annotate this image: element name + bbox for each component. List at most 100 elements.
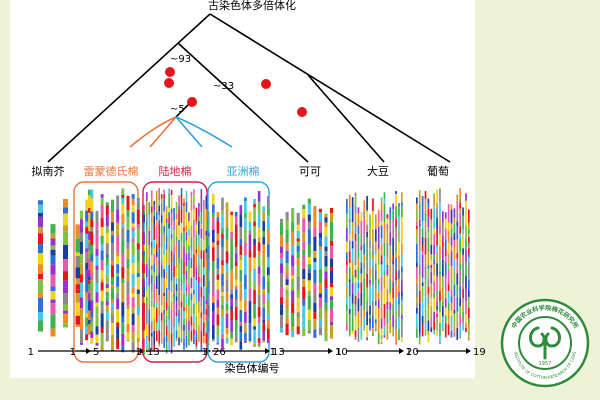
chromosome-segment	[439, 234, 441, 247]
chromosome-segment	[173, 327, 175, 339]
chromosome-segment	[424, 328, 427, 336]
chromosome-segment	[155, 251, 158, 258]
chromosome-segment	[203, 299, 205, 315]
chromosome-segment	[200, 201, 203, 212]
chromosome-segment	[313, 218, 317, 228]
chromosome-segment	[374, 279, 377, 290]
chromosome-segment	[221, 214, 224, 229]
chromosome-segment	[185, 291, 188, 297]
chromosome-segment	[257, 306, 261, 318]
chromosome-segment	[163, 277, 165, 293]
chromosome-segment	[389, 207, 392, 221]
chromosome-segment	[450, 209, 453, 224]
chromosome-segment	[436, 291, 438, 296]
chromosome-segment	[148, 328, 151, 342]
chromosome-segment	[150, 336, 153, 348]
node-label-33: ~33	[213, 81, 234, 92]
chromosome	[262, 206, 266, 343]
chromosome-segment	[244, 197, 247, 202]
chromosome-segment	[225, 279, 229, 293]
chromosome-segment	[346, 213, 348, 228]
chromosome-segment	[168, 228, 170, 238]
chromosome-segment	[216, 336, 220, 344]
chromosome	[198, 203, 200, 342]
chromosome-segment	[90, 227, 94, 232]
chromosome-segment	[208, 320, 210, 333]
chromosome-segment	[374, 224, 377, 230]
chromosome-segment	[398, 317, 400, 330]
chromosome-segment	[447, 324, 450, 336]
chromosome	[424, 191, 427, 336]
chromosome-segment	[203, 226, 205, 241]
chromosome	[363, 200, 366, 331]
chromosome-segment	[351, 197, 354, 209]
chromosome-segment	[221, 325, 224, 335]
chromosome-segment	[121, 198, 125, 204]
chromosome-segment	[230, 332, 233, 339]
chromosome-segment	[253, 289, 256, 305]
chromosome-segment	[38, 320, 43, 332]
chromosome-segment	[158, 316, 160, 331]
chromosome-segment	[126, 195, 130, 211]
chromosome-segment	[302, 232, 306, 242]
chromosome-segment	[90, 317, 94, 322]
chromosome-segment	[239, 325, 243, 333]
chromosome-segment	[216, 240, 220, 246]
chromosome-segment	[442, 306, 444, 317]
chromosome-segment	[307, 264, 311, 270]
chromosome-segment	[90, 300, 94, 314]
chromosome-segment	[386, 242, 389, 258]
chromosome-segment	[357, 283, 360, 288]
chromosome-segment	[121, 346, 125, 353]
chromosome-segment	[372, 211, 374, 218]
chromosome-segment	[212, 217, 215, 230]
chromosome-segment	[468, 307, 470, 319]
chromosome	[200, 189, 203, 351]
chromosome-segment	[160, 320, 163, 331]
chromosome-segment	[386, 257, 389, 265]
chromosome	[465, 193, 467, 333]
chromosome-segment	[369, 287, 371, 293]
chromosome	[257, 191, 261, 348]
chromosome-segment	[216, 343, 220, 345]
chromosome-segment	[193, 294, 195, 304]
chromosome-segment	[212, 193, 215, 205]
chromosome-segment	[175, 312, 178, 316]
chromosome-segment	[168, 305, 170, 320]
chromosome-segment	[395, 285, 397, 299]
chromosome-segment	[116, 245, 120, 253]
arrowhead	[399, 348, 404, 354]
chromosome-segment	[380, 291, 383, 303]
chromosome-segment	[377, 264, 380, 280]
chromosome-segment	[216, 245, 220, 258]
chromosome-segment	[155, 204, 158, 212]
chromosome-segment	[253, 198, 256, 205]
chromosome-segment	[85, 269, 89, 280]
chromosome-segment	[198, 216, 200, 221]
chromosome-segment	[386, 329, 389, 340]
chromosome-segment	[153, 240, 156, 249]
chromosome-segment	[386, 268, 389, 276]
chromosome-segment	[468, 229, 470, 234]
chromosome-segment	[150, 255, 153, 266]
chromosome-segment	[205, 273, 208, 288]
chromosome-segment	[180, 208, 183, 223]
chromosome-segment	[116, 264, 120, 274]
branch-root-grape	[209, 13, 451, 163]
chromosome-segment	[401, 192, 403, 198]
chromosome-segment	[100, 194, 104, 198]
chromosome-segment	[447, 222, 450, 231]
chromosome-segment	[163, 232, 165, 236]
chromosome-segment	[369, 305, 371, 316]
chromosome-segment	[200, 317, 203, 331]
chromosome-segment	[262, 303, 266, 308]
chromosome-segment	[427, 286, 430, 294]
chromosome-segment	[131, 198, 135, 206]
chromosome-segment	[85, 317, 89, 327]
chromosome-segment	[330, 212, 334, 222]
chromosome-segment	[203, 214, 205, 227]
chromosome	[208, 211, 210, 346]
chromosome-segment	[348, 263, 351, 268]
chromosome-segment	[75, 302, 81, 316]
